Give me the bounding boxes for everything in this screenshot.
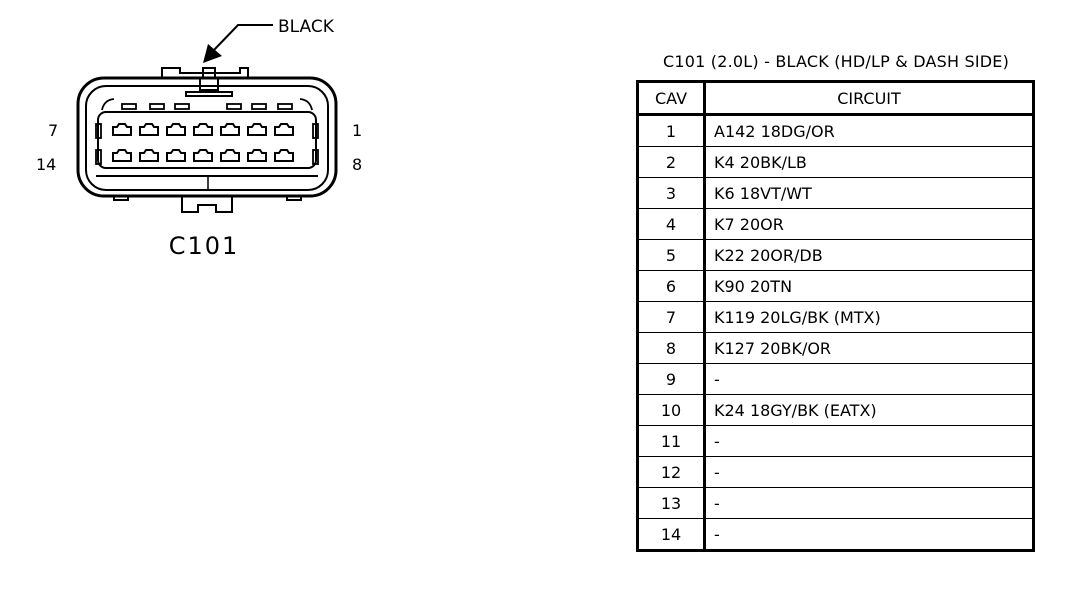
- cav-cell: 13: [637, 487, 706, 519]
- cav-cell: 14: [637, 518, 706, 551]
- connector-diagram: BLACK: [36, 17, 362, 260]
- circuit-cell: -: [704, 518, 1034, 551]
- circuit-cell: -: [704, 456, 1034, 488]
- pin-label-1: 1: [352, 121, 362, 140]
- cav-header: CAV: [637, 81, 706, 115]
- side-keys: [95, 123, 319, 165]
- cav-cell: 7: [637, 301, 706, 333]
- cav-cell: 11: [637, 425, 706, 457]
- connector-name: C101: [169, 232, 240, 260]
- cavity-row-top: [112, 123, 294, 136]
- table-row: 13-: [637, 487, 1034, 519]
- cav-cell: 5: [637, 239, 706, 271]
- cavity-1: [274, 123, 294, 136]
- circuit-cell: K24 18GY/BK (EATX): [704, 394, 1034, 426]
- table-row: 12-: [637, 456, 1034, 488]
- pin-label-14: 14: [36, 155, 56, 174]
- cav-cell: 9: [637, 363, 706, 395]
- circuit-cell: -: [704, 363, 1034, 395]
- pin-label-7: 7: [48, 121, 58, 140]
- cavity-3: [220, 123, 240, 136]
- circuit-cell: K22 20OR/DB: [704, 239, 1034, 271]
- cavity-6: [139, 123, 159, 136]
- cav-cell: 4: [637, 208, 706, 240]
- cav-cell: 8: [637, 332, 706, 364]
- cavity-5: [166, 123, 186, 136]
- circuit-cell: K119 20LG/BK (MTX): [704, 301, 1034, 333]
- cav-cell: 12: [637, 456, 706, 488]
- circuit-cell: K127 20BK/OR: [704, 332, 1034, 364]
- circuit-cell: A142 18DG/OR: [704, 114, 1034, 147]
- circuit-cell: K7 20OR: [704, 208, 1034, 240]
- circuit-cell: -: [704, 425, 1034, 457]
- cavity-12: [166, 149, 186, 162]
- connector-latch: [161, 67, 249, 97]
- top-slot-row: [101, 98, 313, 111]
- connector-color-callout: BLACK: [278, 17, 335, 37]
- callout-arrowhead: [203, 44, 222, 63]
- connector-housing: [76, 76, 338, 198]
- table-row: 9-: [637, 363, 1034, 395]
- cavity-10: [220, 149, 240, 162]
- pin-label-8: 8: [352, 155, 362, 174]
- cavity-2: [247, 123, 267, 136]
- cav-cell: 1: [637, 114, 706, 147]
- cavity-14: [112, 149, 132, 162]
- cavity-row-bottom: [112, 149, 294, 162]
- table-row: 11-: [637, 425, 1034, 457]
- cavity-7: [112, 123, 132, 136]
- cavity-8: [274, 149, 294, 162]
- circuit-cell: K90 20TN: [704, 270, 1034, 302]
- callout-leader-line: [213, 24, 273, 51]
- connector-feet: [113, 195, 302, 213]
- cavity-frame: [97, 111, 317, 169]
- table-header-row: CAV CIRCUIT: [637, 81, 1034, 115]
- circuit-header: CIRCUIT: [704, 81, 1034, 115]
- cav-cell: 2: [637, 146, 706, 178]
- cavity-4: [193, 123, 213, 136]
- cav-cell: 10: [637, 394, 706, 426]
- cav-cell: 6: [637, 270, 706, 302]
- cavity-13: [139, 149, 159, 162]
- cavity-9: [247, 149, 267, 162]
- pinout-table-title: C101 (2.0L) - BLACK (HD/LP & DASH SIDE): [662, 52, 1010, 71]
- table-row: 14-: [637, 518, 1034, 551]
- circuit-cell: K6 18VT/WT: [704, 177, 1034, 209]
- cavity-11: [193, 149, 213, 162]
- cav-cell: 3: [637, 177, 706, 209]
- circuit-cell: -: [704, 487, 1034, 519]
- circuit-cell: K4 20BK/LB: [704, 146, 1034, 178]
